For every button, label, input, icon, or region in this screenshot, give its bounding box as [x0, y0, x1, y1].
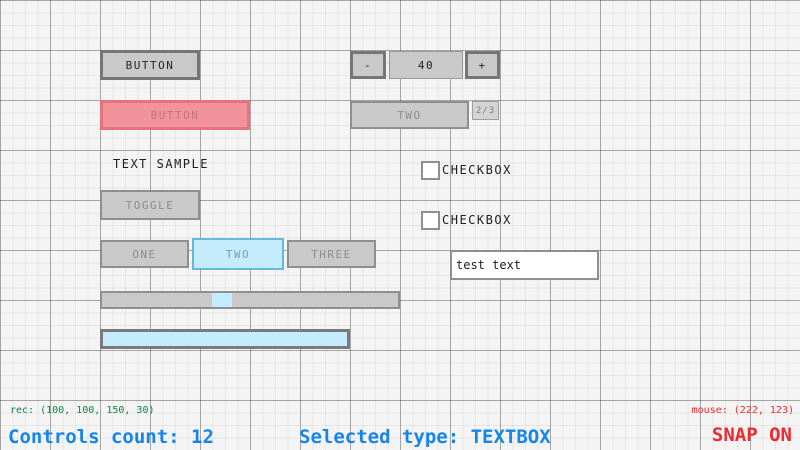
text-input[interactable] — [450, 250, 599, 280]
slider-handle[interactable] — [212, 293, 232, 307]
checkbox-box-1[interactable] — [421, 161, 440, 180]
spinner-value[interactable]: 40 — [389, 51, 463, 79]
pink-button[interactable]: BUTTON — [100, 100, 250, 130]
spinner-minus-button[interactable]: - — [350, 51, 386, 79]
selected-type-readout: Selected type: TEXTBOX — [299, 426, 551, 448]
checkbox-box-2[interactable] — [421, 211, 440, 230]
tab-two-selected[interactable]: TWO — [192, 238, 284, 270]
progress-bar — [100, 329, 350, 349]
snap-status-indicator: SNAP ON — [711, 424, 792, 446]
dropdown-page-badge: 2/3 — [472, 101, 499, 120]
tab-one[interactable]: ONE — [100, 240, 189, 268]
gray-button[interactable]: BUTTON — [100, 50, 200, 80]
mouse-position-readout: mouse: (222, 123) — [691, 405, 794, 416]
text-sample-label: TEXT SAMPLE — [113, 157, 209, 171]
spinner-plus-button[interactable]: + — [465, 51, 500, 79]
controls-count-readout: Controls count: 12 — [8, 426, 214, 448]
slider-track[interactable] — [100, 291, 400, 309]
checkbox-label-2: CHECKBOX — [442, 213, 512, 227]
checkbox-label-1: CHECKBOX — [442, 163, 512, 177]
tab-three[interactable]: THREE — [287, 240, 376, 268]
toggle-button[interactable]: TOGGLE — [100, 190, 200, 220]
selected-rect-readout: rec: (100, 100, 150, 30) — [10, 405, 155, 416]
dropdown-selected-value[interactable]: TWO — [350, 101, 469, 129]
